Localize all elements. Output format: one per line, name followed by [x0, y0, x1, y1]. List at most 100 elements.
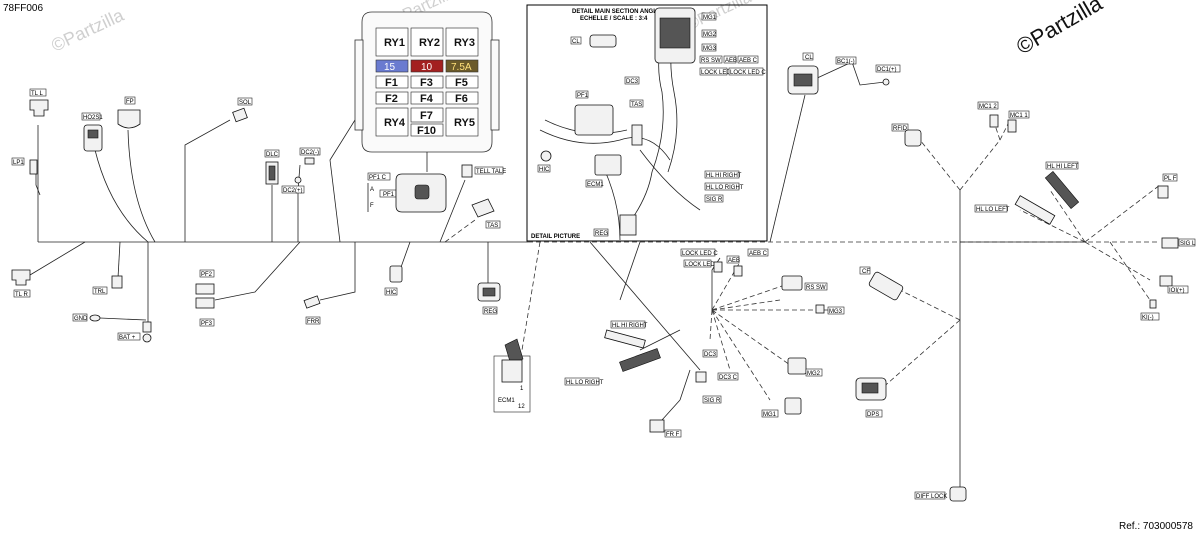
svg-text:TL L: TL L	[31, 91, 43, 97]
pf3-fuse-holder[interactable]: PF3	[195, 297, 215, 327]
cl-connector[interactable]: CL	[787, 52, 819, 95]
svg-text:LOCK LED: LOCK LED	[685, 262, 715, 268]
svg-text:PF1: PF1	[383, 192, 395, 198]
svg-text:PF1: PF1	[577, 93, 589, 99]
svg-text:IOI(+): IOI(+)	[1169, 288, 1185, 294]
lock-led-connector[interactable]: LOCK LED	[683, 259, 723, 273]
svg-text:HL HI RIGHT: HL HI RIGHT	[612, 323, 648, 329]
svg-text:AEB: AEB	[725, 58, 737, 64]
hl-lo-left-connector[interactable]: HL LO LEFT	[974, 195, 1056, 225]
svg-text:TRL: TRL	[94, 289, 106, 295]
svg-text:TAS: TAS	[487, 223, 498, 229]
sol-connector[interactable]: SOL	[232, 97, 253, 123]
lock-led-c-connector[interactable]: LOCK LED C	[680, 248, 718, 257]
tl-l-connector[interactable]: TL L	[29, 88, 49, 117]
mg2-connector[interactable]: MG2	[787, 357, 823, 377]
ecm1-connector[interactable]: ECM1 1 12	[493, 338, 531, 413]
rfid-connector[interactable]: RFID	[891, 123, 922, 147]
svg-text:PF1 C: PF1 C	[369, 175, 387, 181]
ki-neg-terminal[interactable]: KI(-)	[1140, 299, 1160, 321]
bc1-neg-terminal[interactable]: BC1(-)	[835, 56, 857, 65]
relay-ry1: RY1	[384, 37, 405, 49]
trl-connector[interactable]: TRL	[92, 275, 123, 295]
svg-text:TELL TALE: TELL TALE	[476, 169, 506, 175]
svg-text:F1: F1	[385, 77, 398, 89]
hl-hi-left-connector[interactable]: HL HI LEFT	[1044, 161, 1080, 209]
svg-text:MG3: MG3	[703, 46, 717, 52]
tas-connector[interactable]: TAS	[471, 198, 501, 229]
sig-r-connector[interactable]: SIG R	[695, 371, 722, 404]
hl-lo-right-connector[interactable]: HL LO RIGHT	[564, 348, 661, 386]
cf-connector[interactable]: CF	[859, 266, 904, 301]
svg-text:RS SW: RS SW	[806, 285, 826, 291]
dc3-connector[interactable]: DC3	[702, 349, 718, 358]
fr-f-connector[interactable]: FR F	[649, 419, 682, 438]
svg-text:BAT +: BAT +	[119, 335, 136, 341]
svg-text:CL: CL	[805, 55, 813, 61]
fuse-value-15: 15	[384, 62, 396, 73]
svg-text:RY5: RY5	[454, 117, 475, 129]
svg-text:LOCK LED C: LOCK LED C	[682, 251, 718, 257]
svg-text:12: 12	[518, 404, 525, 410]
center-right-branches	[589, 241, 828, 421]
svg-text:DIFF LOCK: DIFF LOCK	[916, 494, 947, 500]
diff-lock-connector[interactable]: DIFF LOCK	[914, 486, 967, 502]
svg-text:1: 1	[520, 386, 524, 392]
relays-top: RY1 RY2 RY3	[375, 27, 479, 57]
detail-labels: CL MG1 MG2 MG3 RS SW AEB AEB C LOCK LED …	[537, 12, 766, 237]
tl-r-connector[interactable]: TL R	[11, 269, 31, 298]
gnd-terminal[interactable]: GND	[72, 313, 101, 322]
svg-text:DC2(-): DC2(-)	[301, 150, 319, 156]
pf2-fuse-holder[interactable]: PF2	[195, 269, 215, 295]
mc1-1-connector[interactable]: MC1 1	[1007, 110, 1030, 133]
fuse-box[interactable]: RY1 RY2 RY3 15 10 7.5A F1 F3 F5 F2 F4	[354, 11, 500, 172]
svg-text:DC1(+): DC1(+)	[877, 67, 897, 73]
svg-text:AEB: AEB	[728, 258, 740, 264]
sig-l-connector[interactable]: SIG L	[1161, 237, 1196, 249]
svg-text:F4: F4	[420, 93, 434, 105]
svg-text:F2: F2	[385, 93, 398, 105]
dlc-connector[interactable]: DLC	[264, 149, 280, 185]
aeb-c-connector[interactable]: AEB C	[747, 248, 769, 257]
ioi-pos-terminal[interactable]: IOI(+)	[1159, 275, 1189, 294]
dc3-c-connector[interactable]: DC3 C	[717, 372, 739, 381]
svg-text:RS SW: RS SW	[701, 58, 721, 64]
bat-terminal[interactable]: BAT +	[117, 321, 152, 343]
watermark-left: ©Partzilla	[48, 4, 127, 55]
watermark-corner: ©Partzilla	[1012, 0, 1107, 59]
dc1-pos-terminal[interactable]: DC1(+)	[875, 64, 901, 86]
svg-text:MC1 2: MC1 2	[979, 104, 997, 110]
rs-sw-connector[interactable]: RS SW	[781, 275, 828, 291]
pl-f-connector[interactable]: PL F	[1157, 173, 1178, 199]
dps-connector[interactable]: DPS	[855, 377, 887, 418]
svg-text:F6: F6	[455, 93, 468, 105]
aeb-connector[interactable]: AEB	[726, 255, 743, 277]
mc1-2-connector[interactable]: MC1 2	[977, 101, 999, 128]
svg-text:LOCK LED C: LOCK LED C	[730, 70, 766, 76]
tell-tale-connector[interactable]: TELL TALE	[461, 164, 506, 178]
svg-text:LOCK LED: LOCK LED	[701, 70, 731, 76]
svg-text:BC1(-): BC1(-)	[837, 59, 855, 65]
mg1-connector[interactable]: MG1	[761, 397, 802, 418]
frr-connector[interactable]: FRR	[303, 295, 321, 325]
fuse-values: 15 10 7.5A	[375, 59, 479, 73]
svg-text:MG1: MG1	[703, 15, 717, 21]
pf1-connector[interactable]: PF1 C A F PF1	[367, 172, 447, 213]
ho2s1-connector[interactable]: HO2S1	[81, 112, 103, 152]
relays-bottom: RY4 F7 RY5 F10	[375, 107, 479, 137]
detail-picture-panel: DETAIL MAIN SECTION ANGLE ECHELLE / SCAL…	[526, 4, 768, 242]
svg-text:F7: F7	[420, 110, 433, 122]
lp1-connector[interactable]: LP1	[11, 157, 38, 175]
svg-text:DETAIL PICTURE: DETAIL PICTURE	[531, 234, 580, 240]
hic-connector[interactable]: HIC	[384, 265, 403, 296]
svg-text:SIG R: SIG R	[704, 398, 721, 404]
left-branches	[29, 119, 541, 351]
svg-text:ECHELLE / SCALE : 3:4: ECHELLE / SCALE : 3:4	[580, 16, 648, 22]
reg-connector[interactable]: REG	[477, 282, 501, 315]
fp-connector[interactable]: FP	[117, 96, 141, 129]
mg3-connector[interactable]: MG3	[815, 304, 845, 315]
hl-hi-right-connector[interactable]: HL HI RIGHT	[604, 320, 648, 349]
dc2-pos-terminal[interactable]: DC2(+)	[281, 176, 305, 194]
svg-text:DC2(+): DC2(+)	[283, 188, 303, 194]
dc2-neg-terminal[interactable]: DC2(-)	[299, 147, 321, 165]
